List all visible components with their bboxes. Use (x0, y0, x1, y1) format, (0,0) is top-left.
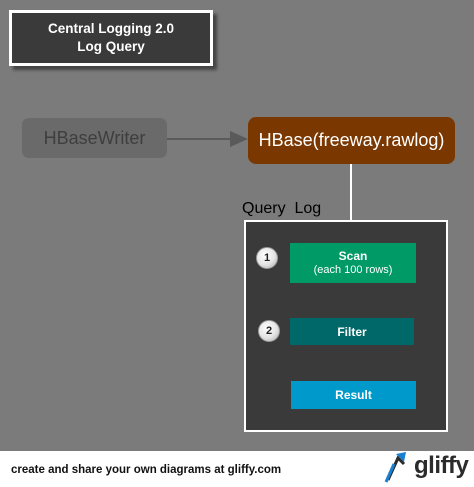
hbasewriter-node: HBaseWriter (22, 118, 167, 158)
title-line-2: Log Query (77, 39, 145, 54)
step-number-1: 1 (256, 247, 278, 269)
gliffy-logo-text: gliffy (414, 452, 469, 479)
gliffy-logo-icon (384, 452, 406, 483)
result-node: Result (291, 381, 416, 409)
scan-label: Scan (338, 249, 368, 263)
filter-node: Filter (290, 318, 414, 345)
title-line-1: Central Logging 2.0 (47, 21, 174, 36)
step-number-2: 2 (258, 320, 280, 342)
footer-link-text[interactable]: create and share your own diagrams at gl… (11, 464, 282, 476)
title-box: Central Logging 2.0 Log Query (9, 10, 213, 66)
scan-node: Scan (each 100 rows) (290, 243, 416, 283)
scan-sublabel: (each 100 rows) (313, 264, 393, 276)
query-log-label: Query Log (242, 200, 322, 217)
gliffy-logo[interactable]: gliffy (382, 450, 472, 486)
footer-bar (0, 451, 474, 487)
hbase-node: HBase(freeway.rawlog) (248, 117, 455, 164)
